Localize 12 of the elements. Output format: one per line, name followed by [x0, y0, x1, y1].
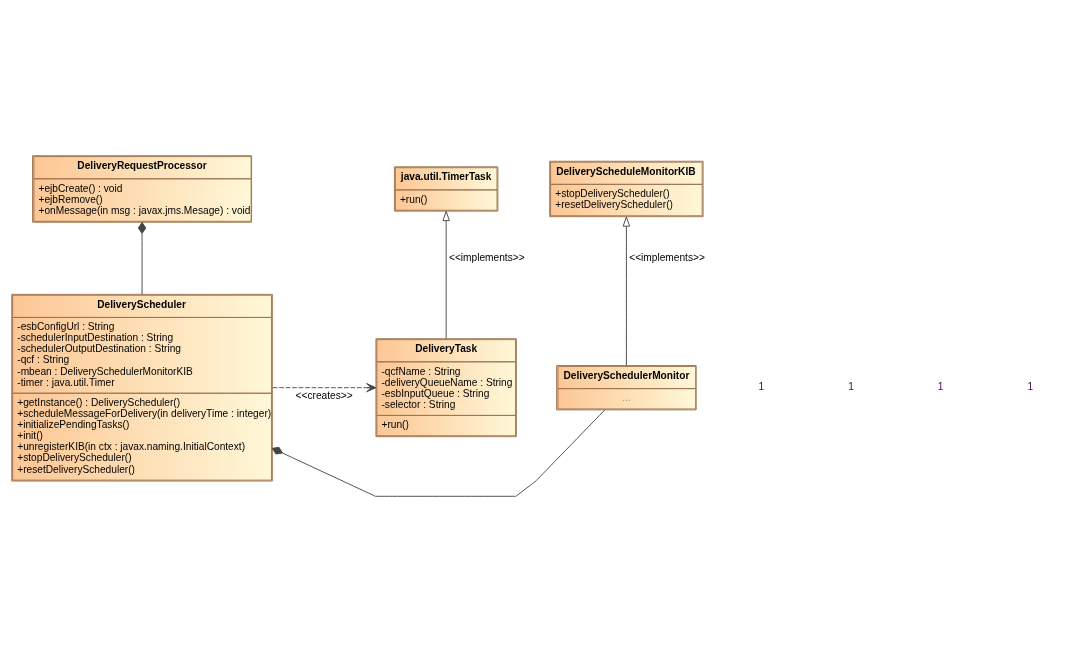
label: 1 — [1027, 380, 1034, 392]
connector — [271, 409, 606, 497]
label: 1 — [848, 380, 854, 392]
label: 1 — [937, 380, 944, 392]
edge-label: <<implements>> — [629, 251, 705, 263]
label: 1 — [758, 380, 765, 392]
connector — [137, 221, 147, 295]
edge-label: <<creates>> — [295, 389, 353, 401]
arrow — [622, 216, 631, 366]
arrow — [272, 382, 377, 392]
arrow — [442, 210, 450, 339]
edge-label: <<implements>> — [448, 251, 525, 263]
